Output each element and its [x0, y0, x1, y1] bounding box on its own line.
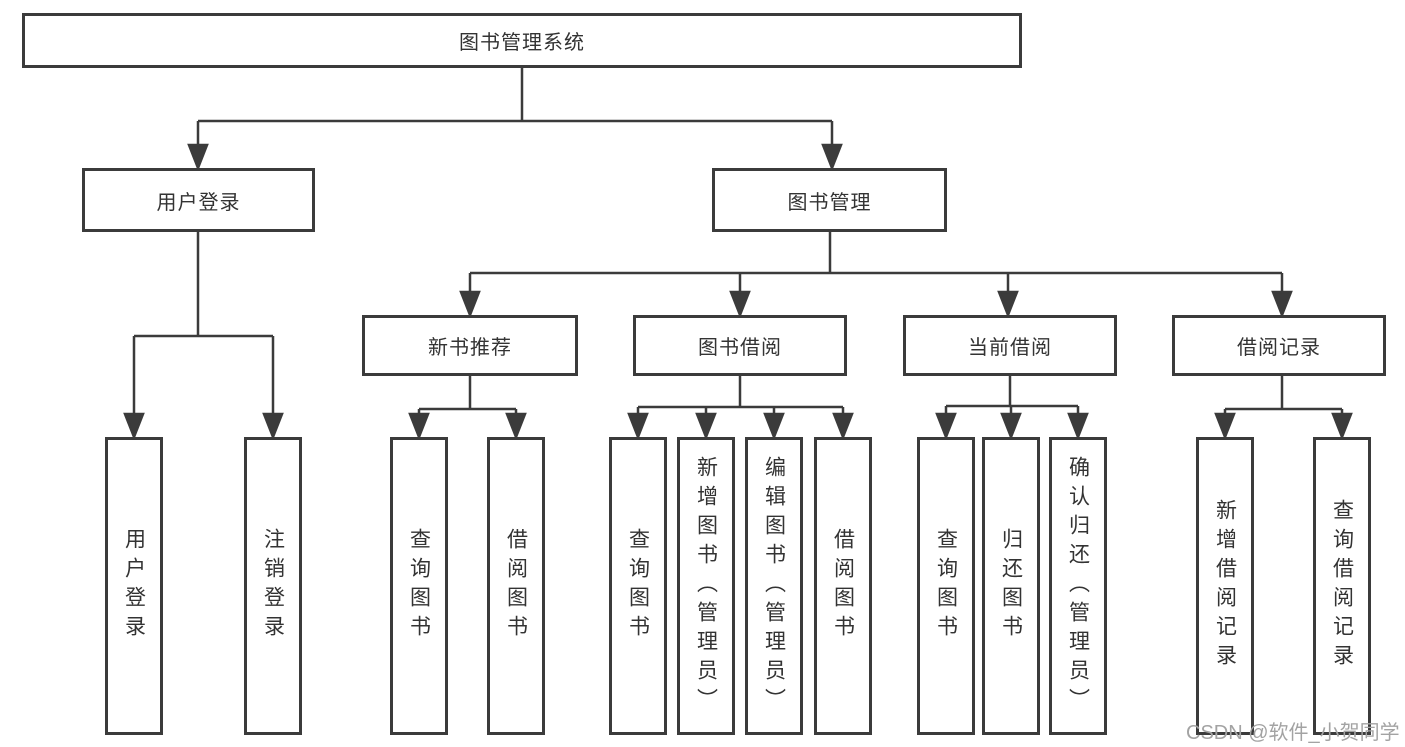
leaf-label: 查询借阅记录 [1330, 499, 1354, 673]
connector-book-mgmt-branch [459, 232, 1293, 319]
connector-book-borrow-branch [627, 376, 854, 441]
node-label: 用户登录 [156, 191, 241, 214]
node-current-borrow: 当前借阅 [903, 315, 1117, 376]
arrowhead [695, 412, 717, 441]
leaf-user-login: 用户登录 [105, 437, 163, 735]
node-label: 图书管理 [787, 191, 872, 214]
leaf-edit-book-admin: 编辑图书（管理员） [745, 437, 803, 735]
leaf-logout: 注销登录 [244, 437, 302, 735]
csdn-watermark: CSDN @软件_小贺同学 [1186, 722, 1400, 744]
arrowhead [1000, 412, 1022, 441]
arrowhead [821, 143, 843, 172]
arrowhead [935, 412, 957, 441]
node-label: 图书借阅 [698, 337, 782, 359]
leaf-query-book-newrec: 查询图书 [390, 437, 448, 735]
arrowhead [1271, 290, 1293, 319]
arrowhead [997, 290, 1019, 319]
arrowhead [505, 412, 527, 441]
connector-borrow-records-branch [1214, 376, 1353, 441]
arrowhead [1331, 412, 1353, 441]
leaf-label: 查询图书 [407, 528, 431, 644]
leaf-label: 用户登录 [122, 528, 146, 644]
leaf-label: 查询图书 [934, 528, 958, 644]
leaf-confirm-return-admin: 确认归还（管理员） [1049, 437, 1107, 735]
connector-user-login-branch [123, 232, 284, 441]
leaf-add-borrow-record: 新增借阅记录 [1196, 437, 1254, 735]
arrowhead [763, 412, 785, 441]
leaf-label: 确认归还（管理员） [1066, 455, 1090, 717]
node-label: 图书管理系统 [459, 32, 585, 54]
leaf-label: 归还图书 [999, 528, 1023, 644]
leaf-label: 注销登录 [261, 528, 285, 644]
connector-new-book-rec-branch [408, 376, 527, 441]
leaf-label: 新增图书（管理员） [694, 455, 718, 717]
leaf-return-book: 归还图书 [982, 437, 1040, 735]
leaf-label: 借阅图书 [504, 528, 528, 644]
leaf-query-borrow-record: 查询借阅记录 [1313, 437, 1371, 735]
arrowhead [729, 290, 751, 319]
node-book-management: 图书管理 [712, 168, 947, 232]
leaf-borrow-book-borrow: 借阅图书 [814, 437, 872, 735]
node-library-system: 图书管理系统 [22, 13, 1022, 68]
arrowhead [187, 143, 209, 172]
leaf-label: 新增借阅记录 [1213, 499, 1237, 673]
node-book-borrow: 图书借阅 [633, 315, 847, 376]
leaf-borrow-book-newrec: 借阅图书 [487, 437, 545, 735]
node-new-book-recommend: 新书推荐 [362, 315, 578, 376]
leaf-query-book-borrow: 查询图书 [609, 437, 667, 735]
node-label: 新书推荐 [428, 337, 512, 359]
arrowhead [1067, 412, 1089, 441]
arrowhead [459, 290, 481, 319]
arrowhead [627, 412, 649, 441]
node-label: 当前借阅 [968, 337, 1052, 359]
arrowhead [123, 412, 145, 441]
leaf-label: 借阅图书 [831, 528, 855, 644]
connector-root-branch [187, 68, 843, 172]
leaf-query-book-current: 查询图书 [917, 437, 975, 735]
arrowhead [262, 412, 284, 441]
arrowhead [832, 412, 854, 441]
leaf-label: 查询图书 [626, 528, 650, 644]
arrowhead [1214, 412, 1236, 441]
connector-current-borrow-branch [935, 376, 1089, 441]
leaf-label: 编辑图书（管理员） [762, 455, 786, 717]
leaf-add-book-admin: 新增图书（管理员） [677, 437, 735, 735]
node-borrow-records: 借阅记录 [1172, 315, 1386, 376]
arrowhead [408, 412, 430, 441]
node-label: 借阅记录 [1237, 337, 1321, 359]
node-user-login: 用户登录 [82, 168, 315, 232]
